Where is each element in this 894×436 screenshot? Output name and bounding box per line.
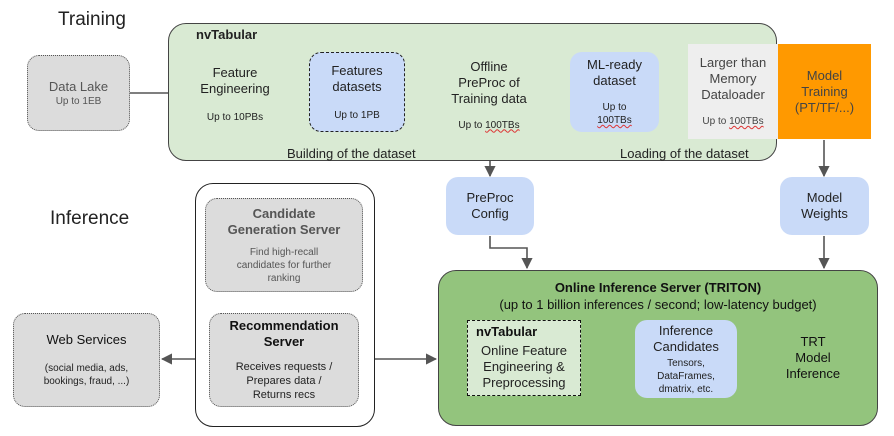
dataloader-size-prefix: Up to <box>702 116 730 127</box>
arrow-preproc-config-to-server <box>489 236 533 270</box>
feature-engineering-title: Feature Engineering <box>200 64 270 96</box>
model-training-title: Model Training (PT/TF/...) <box>794 67 855 115</box>
offline-preproc-size-unit: 100TBs <box>485 119 520 131</box>
inference-candidates-desc: Tensors, DataFrames, dmatrix, etc. <box>657 357 715 395</box>
data-lake-size: Up to 1EB <box>55 95 102 107</box>
feature-engineering-node: Feature Engineering Up to 10PBs <box>188 60 282 128</box>
preproc-config-title: PreProc Config <box>466 190 514 221</box>
nvtabular-online-node: nvTabular Online Feature Engineering & P… <box>467 320 581 396</box>
recommendation-server-node: Recommendation Server Receives requests … <box>209 313 359 407</box>
candidate-generation-node: Candidate Generation Server Find high-re… <box>205 198 363 292</box>
candidate-generation-desc: Find high-recall candidates for further … <box>236 246 332 284</box>
inference-candidates-node: Inference Candidates Tensors, DataFrames… <box>635 320 737 398</box>
web-services-title: Web Services <box>46 332 127 347</box>
dataloader-size-unit: 100TBs <box>729 116 764 127</box>
nvtabular-title: nvTabular <box>196 27 258 42</box>
offline-preproc-title: Offline PreProc of Training data <box>451 58 527 106</box>
online-server-title: Online Inference Server (TRITON) <box>554 280 762 295</box>
online-server-subtitle: (up to 1 billion inferences / second; lo… <box>499 297 817 312</box>
dataloader-title: Larger than Memory Dataloader <box>699 55 767 102</box>
offline-preproc-node: Offline PreProc of Training data Up to 1… <box>438 55 540 135</box>
dataloader-size: Up to 100TBs <box>702 115 763 128</box>
ml-ready-title: ML-ready dataset <box>587 57 642 88</box>
recommendation-server-desc: Receives requests / Prepares data / Retu… <box>235 361 333 401</box>
loading-label: Loading of the dataset <box>620 146 749 161</box>
ml-ready-node: ML-ready dataset Up to 100TBs <box>570 52 659 132</box>
building-label: Building of the dataset <box>287 146 416 161</box>
features-datasets-title: Features datasets <box>331 62 383 94</box>
training-heading: Training <box>58 9 126 30</box>
offline-preproc-size: Up to 100TBs <box>458 119 519 132</box>
offline-preproc-size-prefix: Up to <box>458 119 486 131</box>
web-services-desc: (social media, ads, bookings, fraud, ...… <box>43 363 130 387</box>
recommendation-server-title: Recommendation Server <box>229 318 339 349</box>
nvtabular-training-container: nvTabular Building of the dataset Loadin… <box>168 23 777 161</box>
preproc-config-node: PreProc Config <box>446 177 534 235</box>
ml-ready-size-prefix: Up to <box>602 102 627 113</box>
data-lake-title: Data Lake <box>48 78 109 94</box>
inference-candidates-title: Inference Candidates <box>653 322 719 354</box>
model-weights-title: Model Weights <box>801 190 848 221</box>
ml-ready-size-unit: 100TBs <box>597 115 632 126</box>
trt-model-inference-title: TRT Model Inference <box>785 334 841 381</box>
nvtabular-online-title: nvTabular <box>476 324 538 339</box>
inference-heading: Inference <box>50 208 130 229</box>
web-services-node: Web Services (social media, ads, booking… <box>13 313 160 407</box>
ml-ready-size: Up to 100TBs <box>597 101 631 127</box>
features-datasets-node: Features datasets Up to 1PB <box>309 52 405 132</box>
features-datasets-size: Up to 1PB <box>334 109 380 121</box>
trt-model-inference-node: TRT Model Inference <box>768 330 858 386</box>
candidate-generation-title: Candidate Generation Server <box>227 205 341 237</box>
nvtabular-online-body: Online Feature Engineering & Preprocessi… <box>481 343 567 390</box>
model-weights-node: Model Weights <box>780 177 869 235</box>
dataloader-node: Larger than Memory Dataloader Up to 100T… <box>688 44 778 139</box>
model-training-node: Model Training (PT/TF/...) <box>778 44 871 139</box>
feature-engineering-size: Up to 10PBs <box>206 111 264 123</box>
data-lake-node: Data Lake Up to 1EB <box>27 55 130 131</box>
